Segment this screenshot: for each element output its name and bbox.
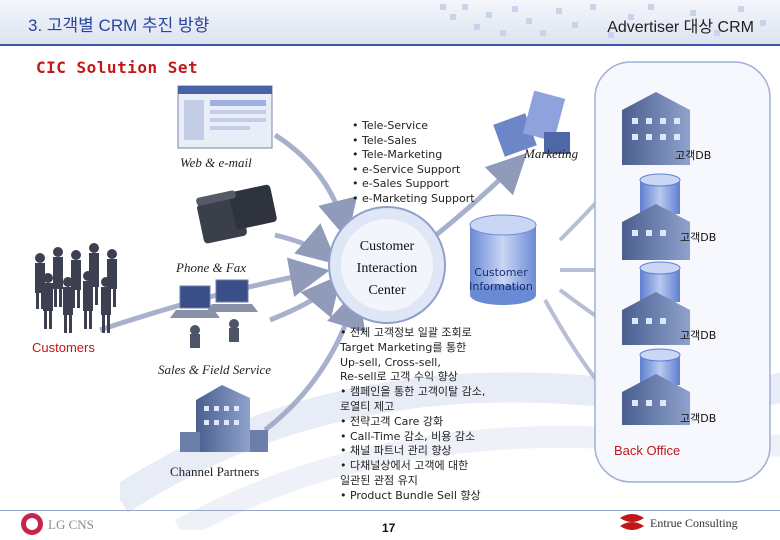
custinfo-line: Customer [474,266,528,279]
customer-information-label: Customer Information [462,266,540,294]
center-line: Customer [359,239,415,254]
bullet-item: • 캠페인을 통한 고객이탈 감소, [340,385,486,399]
customers-graphic [35,243,117,333]
db-group-1 [622,92,690,214]
entrue-logo-icon [620,514,644,530]
lg-cns-logo-text: LG CNS [48,517,94,532]
bullet-item: Target Marketing를 통한 [340,340,467,354]
marketing-graphic [493,90,570,157]
bullet-item: • 전체 고객정보 일괄 조회로 [340,326,472,339]
center-line: Interaction [356,261,418,276]
bullet-item: • e-Marketing Support [352,191,475,205]
custinfo-line: Information [469,280,533,293]
channel-partners-label: Channel Partners [170,464,260,479]
bullet-item: Up-sell, Cross-sell, [340,355,441,369]
bullet-item: • Call-Time 감소, 비용 감소 [340,429,476,443]
bullet-item: Re-sell로 고객 수익 향상 [340,370,458,384]
web-screenshot-graphic [177,85,273,149]
channel-partners-graphic [180,385,268,452]
sales-field-label: Sales & Field Service [158,362,271,377]
customer-db-label: 고객DB [680,231,717,244]
interaction-center-graphic [328,206,446,324]
customer-db-label: 고객DB [680,412,717,425]
bullet-item: • 다채널상에서 고객에 대한 [340,459,469,473]
bullet-item: 일관된 관점 유지 [340,473,418,487]
web-email-label: Web & e-mail [180,155,252,170]
header-right-title: Advertiser 대상 CRM [607,19,754,36]
bullet-item: • 전략고객 Care 강화 [340,414,444,428]
marketing-label: Marketing [524,146,579,161]
service-bullet-list: • Tele-Service • Tele-Sales • Tele-Marke… [352,119,475,207]
customers-label: Customers [32,340,95,355]
bullet-item: • Tele-Service [352,119,429,132]
bullet-item: • Product Bundle Sell 향상 [340,488,481,502]
section-subtitle: CIC Solution Set [36,58,199,77]
page-number: 17 [382,521,396,535]
bullet-item: • e-Sales Support [352,177,449,191]
header-pattern [440,4,766,38]
interaction-center-label: Customer Interaction Center [337,236,437,302]
customer-db-label: 고객DB [680,329,717,342]
customer-information-db [469,214,537,305]
bullet-item: • e-Service Support [352,162,461,176]
db-group-4 [622,374,690,425]
db-group-2 [622,204,690,302]
customer-db-label: 고객DB [675,149,712,162]
phone-fax-label: Phone & Fax [176,260,247,275]
page-title: 3. 고객별 CRM 추진 방향 [28,16,210,35]
back-office-label: Back Office [614,443,681,458]
entrue-logo-text: Entrue Consulting [650,516,738,530]
header-bar: 3. 고객별 CRM 추진 방향 Advertiser 대상 CRM [0,0,780,46]
center-line: Center [368,283,406,298]
back-office-panel [594,61,771,483]
bullet-item: 로열티 제고 [340,399,395,413]
bullet-item: • Tele-Sales [352,133,417,147]
phone-graphic [196,184,277,244]
laptop-graphic [170,279,258,348]
benefit-bullet-list: • 전체 고객정보 일괄 조회로 Target Marketing를 통한 Up… [340,326,485,504]
lg-logo-icon [21,513,43,535]
footer-divider [0,510,780,511]
bullet-item: • 채널 파트너 관리 향상 [340,444,452,458]
bullet-item: • Tele-Marketing [352,148,443,162]
